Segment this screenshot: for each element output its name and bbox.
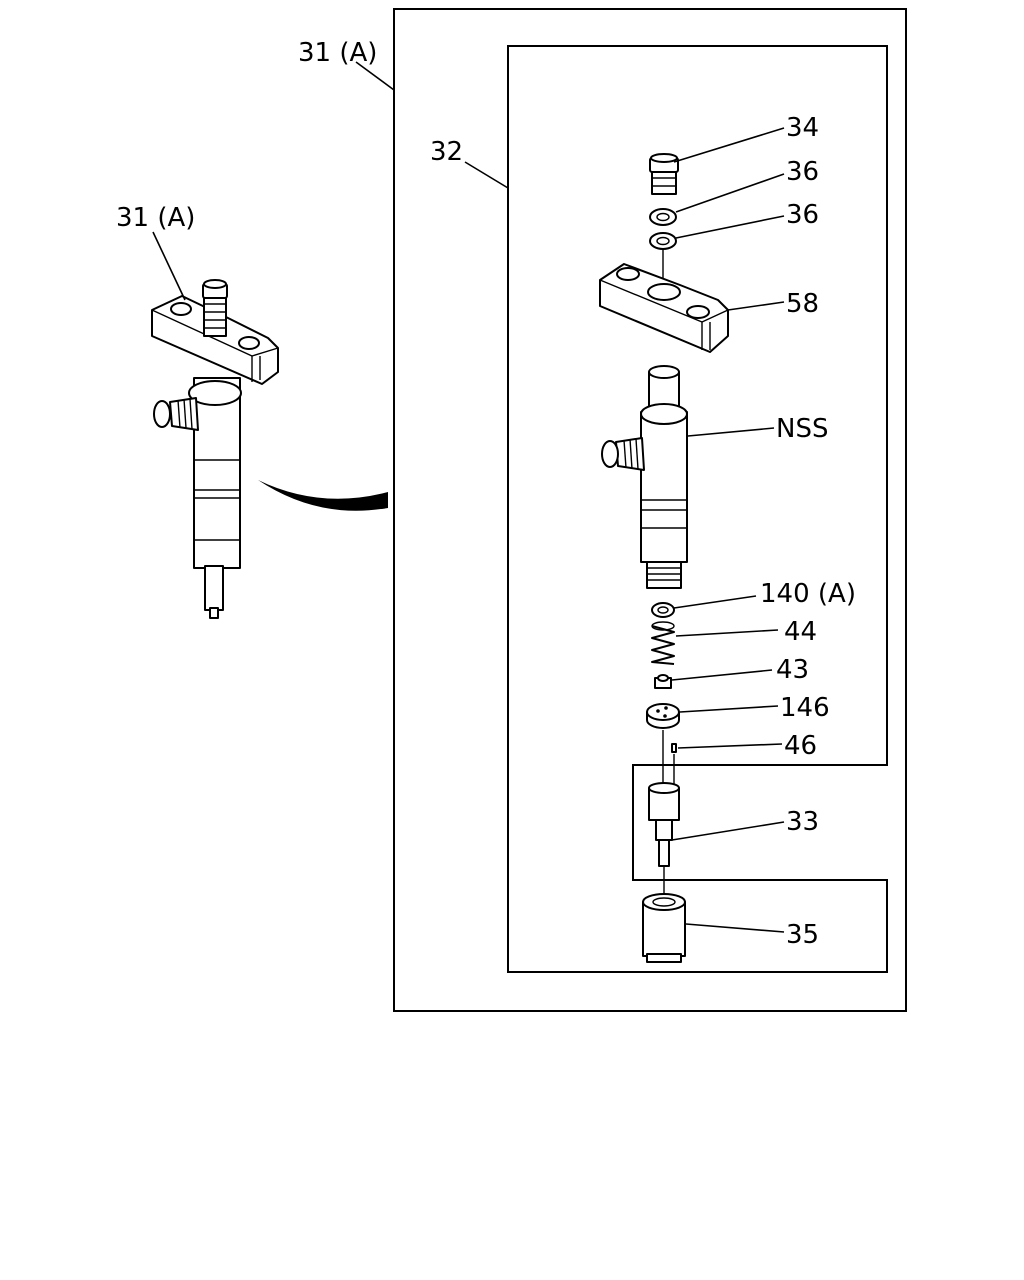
washer-36-upper-part [649,208,677,226]
label-washer-36-upper: 36 [786,157,819,187]
label-clamp-58: 58 [786,289,819,319]
label-spring-44: 44 [784,617,817,647]
label-retaining-nut-35: 35 [786,920,819,950]
label-assembly-31a-right: 31 (A) [298,38,377,68]
label-pin-43: 43 [776,655,809,685]
label-bolt-34: 34 [786,113,819,143]
dowel-46-part [671,743,677,753]
label-dowel-46: 46 [784,731,817,761]
washer-36-lower-part [649,232,677,250]
label-spacer-146: 146 [780,693,830,723]
kit-frame [507,45,888,973]
spring-44-part [651,621,675,665]
shim-140a-part [651,602,675,618]
label-shim-140a: 140 (A) [760,579,856,609]
clamp-58-part [599,263,729,353]
spacer-146-part [646,703,680,729]
nozzle-33-part [648,782,680,867]
label-injector-body-nss: NSS [776,414,828,444]
injector-body-nss-part [601,365,688,589]
label-kit-32: 32 [430,137,463,167]
outer-assembly-frame [393,8,907,1012]
label-assembly-31a-left: 31 (A) [116,203,195,233]
retaining-nut-35-part [642,893,686,963]
bolt-34-part [649,153,679,195]
leader-lines [152,61,785,933]
label-washer-36-lower: 36 [786,200,819,230]
assembly-pointer-arrow [258,480,388,511]
pin-43-part [654,674,672,689]
assembled-injector-illustration [151,279,279,619]
label-nozzle-33: 33 [786,807,819,837]
